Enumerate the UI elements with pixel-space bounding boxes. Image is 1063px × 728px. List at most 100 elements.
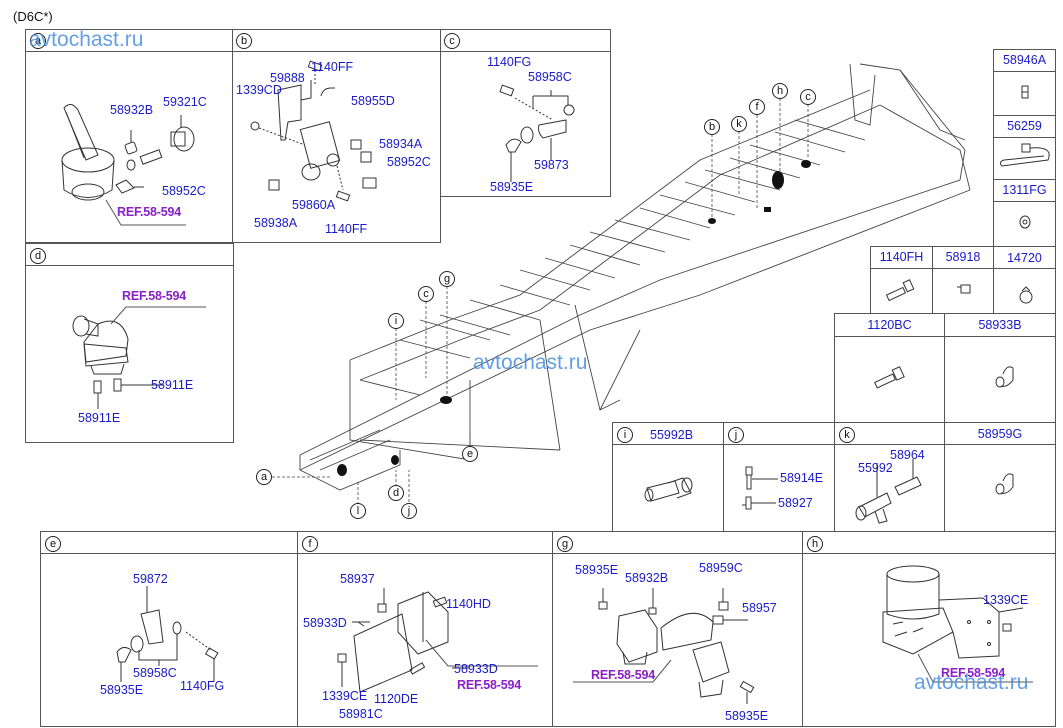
reference-link[interactable]: REF.58-594 (941, 666, 1006, 680)
part-label[interactable]: 58911E (151, 378, 194, 392)
valve-drawing (72, 306, 206, 409)
part-label[interactable]: 58933D (303, 616, 347, 630)
part-cell-14720: 14720 (993, 246, 1056, 314)
part-label[interactable]: 58914E (780, 471, 824, 485)
panel-header (26, 30, 233, 52)
valve-assembly-drawing (573, 588, 755, 704)
callout-g: g (557, 536, 573, 552)
bolt-icon (885, 279, 915, 302)
part-cell-1120BC: 1120BC (834, 313, 945, 423)
part-label[interactable]: 58958C (133, 666, 177, 680)
frame-callout-d[interactable]: d (388, 485, 404, 501)
part-label[interactable]: 58964 (890, 448, 925, 462)
part-label[interactable]: 58957 (742, 601, 777, 615)
part-label[interactable]: 58935E (575, 563, 619, 577)
fittings-drawing (742, 466, 778, 510)
part-label[interactable]: 1140FG (487, 55, 532, 69)
part-cell-58918: 58918 (932, 246, 994, 314)
part-label[interactable]: 1140HD (446, 597, 491, 611)
panel-e: e 59872 58958C 58935E 1140FG (40, 531, 298, 727)
frame-callout-h[interactable]: h (772, 83, 788, 99)
frame-callout-l[interactable]: l (350, 503, 366, 519)
part-label[interactable]: 58935E (725, 709, 769, 723)
part-label[interactable]: 58933D (454, 662, 498, 676)
part-label[interactable]: 58911E (78, 411, 121, 425)
part-label[interactable]: 1140FG (180, 679, 225, 693)
panel-f: f 58937 1140HD 58933D 58933D REF.58-594 … (297, 531, 553, 727)
part-number[interactable]: 58933B (978, 318, 1022, 332)
frame-callout-k[interactable]: k (731, 116, 747, 132)
part-label[interactable]: 1120DE (374, 692, 419, 706)
panel-j: j 58914E 58927 (723, 422, 835, 532)
panel-header (26, 244, 233, 266)
fitting-icon (1021, 85, 1029, 99)
callout-f: f (302, 536, 318, 552)
part-cell-58946A: 58946A (993, 49, 1056, 116)
frame-callout-i[interactable]: i (388, 313, 404, 329)
part-label[interactable]: 58935E (490, 180, 534, 194)
part-label[interactable]: 58938A (254, 216, 298, 230)
part-label[interactable]: 58959C (699, 561, 743, 575)
frame-callout-c[interactable]: c (418, 286, 434, 302)
tee-connector-drawing (855, 459, 922, 524)
part-cell-1140FH: 1140FH (870, 246, 933, 314)
frame-callout-a[interactable]: a (256, 469, 272, 485)
part-number[interactable]: 58946A (1002, 53, 1047, 67)
part-label[interactable]: 59873 (534, 158, 569, 172)
panel-i: i 55992B (612, 422, 724, 532)
part-label[interactable]: 58937 (340, 572, 375, 586)
panel-header (41, 532, 297, 554)
callout-d: d (30, 248, 46, 264)
part-cell-58933B: 58933B (944, 313, 1056, 423)
frame-callout-e[interactable]: e (462, 446, 478, 462)
part-cell-58959G: 58959G (944, 422, 1056, 532)
part-number[interactable]: 58959G (977, 427, 1023, 441)
part-label[interactable]: 58952C (162, 184, 206, 198)
panel-header (233, 30, 440, 52)
hand-brake-valve-drawing (61, 104, 195, 226)
reference-link[interactable]: REF.58-594 (591, 668, 656, 682)
part-label[interactable]: 55992 (858, 461, 893, 475)
part-label[interactable]: 59888 (270, 71, 305, 85)
reference-link[interactable]: REF.58-594 (117, 205, 182, 219)
part-label[interactable]: 58934A (379, 137, 423, 151)
callout-c: c (444, 33, 460, 49)
panel-k: k 58964 55992 (834, 422, 945, 532)
elbow-fitting-icon (995, 473, 1014, 495)
part-label[interactable]: 59860A (292, 198, 336, 212)
part-number[interactable]: 1311FG (1002, 183, 1047, 197)
panel-a: a 58932B 59321C 58952C REF.58-594 avtoch… (25, 28, 234, 243)
hose-clamp-icon (1019, 286, 1033, 304)
frame-callout-b[interactable]: b (704, 119, 720, 135)
part-label[interactable]: 58932B (625, 571, 669, 585)
part-label[interactable]: 58927 (778, 496, 813, 510)
reference-link[interactable]: REF.58-594 (122, 289, 187, 303)
bolt-icon (874, 366, 905, 389)
part-cell-1311FG: 1311FG (993, 179, 1056, 247)
part-label[interactable]: 1140FF (325, 222, 368, 236)
part-label[interactable]: 1339CE (983, 593, 1029, 607)
panel-header (803, 532, 1055, 554)
frame-callout-f[interactable]: f (749, 99, 765, 115)
frame-callout-j[interactable]: j (401, 503, 417, 519)
part-number[interactable]: 14720 (1007, 251, 1042, 265)
panel-g: g 58935E 58932B 58959C 58957 REF.58-594 … (552, 531, 803, 727)
part-label[interactable]: 58958C (528, 70, 572, 84)
frame-callout-c[interactable]: c (800, 89, 816, 105)
part-label[interactable]: 59872 (133, 572, 168, 586)
part-label[interactable]: 58935E (100, 683, 144, 697)
part-label[interactable]: 1140FF (311, 60, 354, 74)
part-label[interactable]: 1339CE (322, 689, 368, 703)
part-label[interactable]: 58955D (351, 94, 395, 108)
part-label[interactable]: 58981C (339, 707, 383, 721)
part-label[interactable]: 58952C (387, 155, 431, 169)
part-label[interactable]: 59321C (163, 95, 207, 109)
part-label[interactable]: 1339CD (236, 83, 282, 97)
panel-header (441, 30, 610, 52)
reference-link[interactable]: REF.58-594 (457, 678, 522, 692)
frame-callout-g[interactable]: g (439, 271, 455, 287)
panel-d: d REF.58-594 58911E 58911E (25, 243, 234, 443)
part-number[interactable]: 56259 (1007, 119, 1042, 133)
part-label[interactable]: 58932B (110, 103, 154, 117)
panel-header (298, 532, 552, 554)
